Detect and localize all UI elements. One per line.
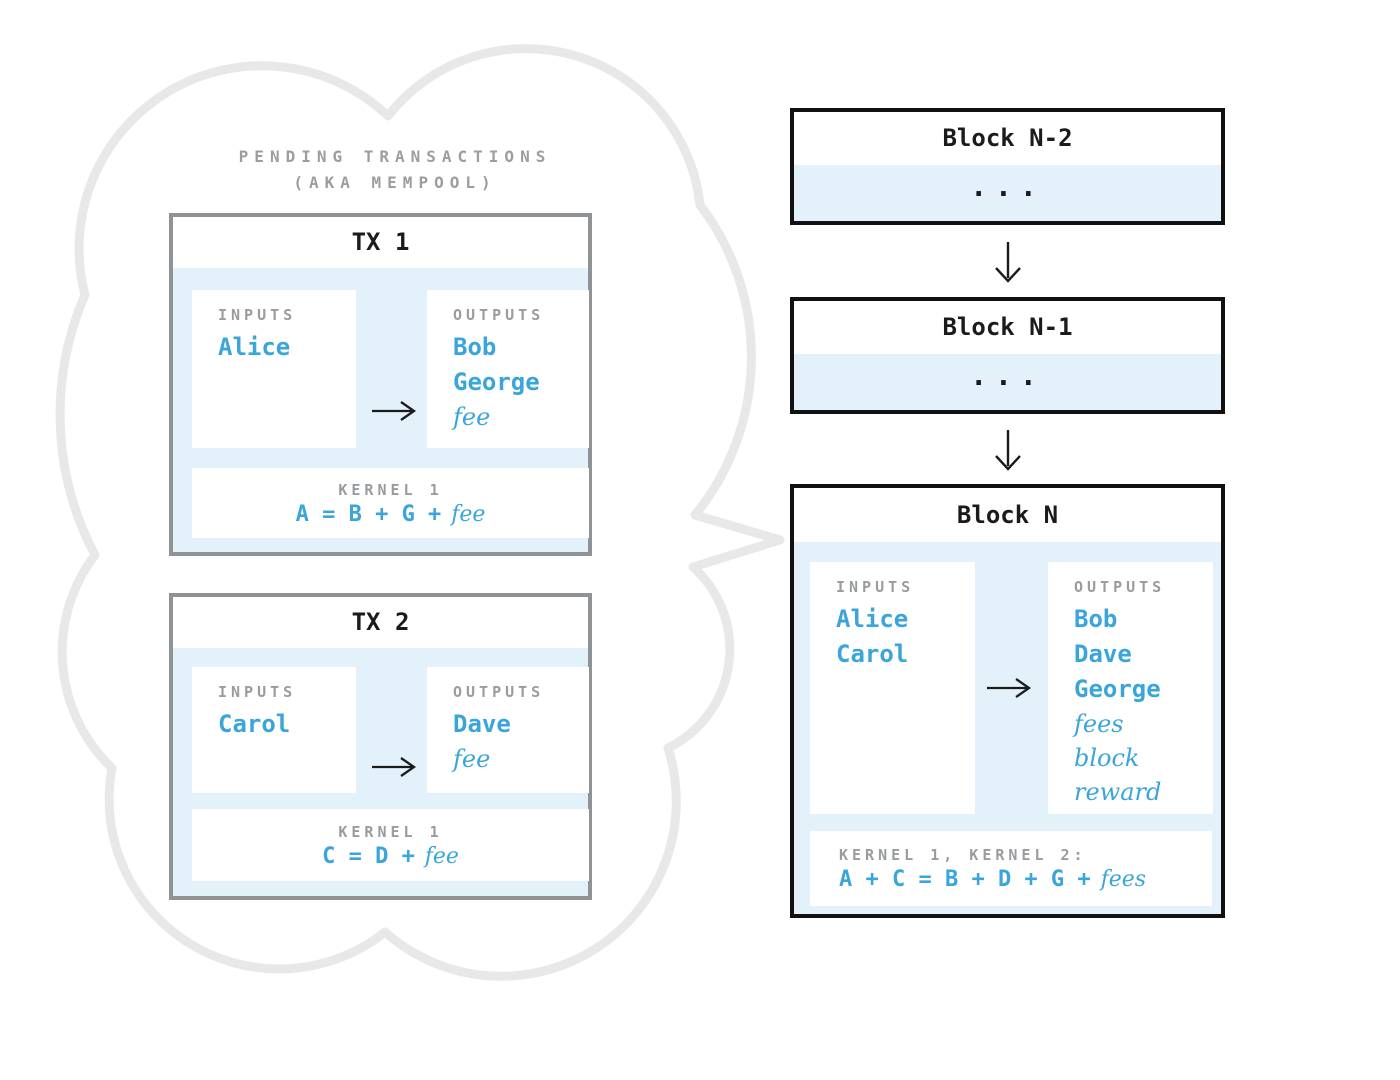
tx2-kernel-card: KERNEL 1 C = D + fee bbox=[192, 809, 589, 881]
tx2-box: TX 2 INPUTS Carol OUTPUTS Dave fee KER bbox=[169, 593, 592, 900]
tx1-outputs-card: OUTPUTS Bob George fee bbox=[427, 290, 589, 448]
tx2-output-fee: fee bbox=[453, 745, 491, 773]
block-n-kernel-label: KERNEL 1, KERNEL 2: bbox=[839, 846, 1087, 864]
tx1-kernel-main: A = B + G + bbox=[295, 502, 442, 527]
tx1-kernel-equation: A = B + G + fee bbox=[192, 500, 589, 530]
block-n-box: Block N INPUTS Alice Carol OUTPUTS Bob bbox=[790, 484, 1225, 918]
block-n2-box: Block N-2 ... bbox=[790, 108, 1225, 225]
block-n-body: INPUTS Alice Carol OUTPUTS Bob Dave Geor… bbox=[794, 542, 1221, 914]
block-n-output-bob: Bob bbox=[1074, 605, 1118, 633]
block-n1-ellipsis: ... bbox=[970, 358, 1045, 392]
block-n-inputs-card: INPUTS Alice Carol bbox=[810, 562, 975, 814]
mempool-title: PENDING TRANSACTIONS (AKA MEMPOOL) bbox=[170, 144, 620, 196]
right-arrow-icon bbox=[372, 757, 417, 777]
tx1-outputs-label: OUTPUTS bbox=[453, 306, 545, 324]
block-n2-body: ... bbox=[794, 165, 1221, 221]
tx1-inputs-label: INPUTS bbox=[218, 306, 297, 324]
tx1-kernel-fee: fee bbox=[451, 502, 486, 527]
tx2-kernel-fee: fee bbox=[424, 844, 459, 869]
block-n1-title: Block N-1 bbox=[942, 313, 1073, 341]
block-n-outputs-card: OUTPUTS Bob Dave George fees block rewar… bbox=[1048, 562, 1213, 814]
block-n1-body: ... bbox=[794, 354, 1221, 410]
tx2-title: TX 2 bbox=[351, 608, 410, 636]
block-n-output-dave: Dave bbox=[1074, 640, 1132, 668]
block-n-input-alice: Alice bbox=[836, 605, 909, 633]
block-n-kernel-fees: fees bbox=[1100, 867, 1147, 892]
tx1-title: TX 1 bbox=[351, 228, 410, 256]
down-arrow-icon bbox=[995, 242, 1021, 283]
block-n-output-block-reward: block reward bbox=[1074, 744, 1162, 806]
block-n-input-carol: Carol bbox=[836, 640, 909, 668]
tx1-box: TX 1 INPUTS Alice OUTPUTS Bob George f bbox=[169, 213, 592, 556]
tx2-body: INPUTS Carol OUTPUTS Dave fee KERNEL 1 bbox=[173, 648, 589, 896]
tx2-inputs-card: INPUTS Carol bbox=[192, 667, 356, 793]
tx2-outputs-label: OUTPUTS bbox=[453, 683, 545, 701]
block-n-kernel-main: A + C = B + D + G + bbox=[839, 867, 1091, 892]
tx2-kernel-label: KERNEL 1 bbox=[338, 823, 443, 841]
block-n-kernel-card: KERNEL 1, KERNEL 2: A + C = B + D + G + f… bbox=[810, 831, 1212, 906]
tx1-output-george: George bbox=[453, 368, 540, 396]
mempool-title-line1: PENDING TRANSACTIONS bbox=[238, 147, 552, 166]
tx2-kernel-equation: C = D + fee bbox=[192, 842, 589, 872]
down-arrow-icon bbox=[995, 430, 1021, 471]
tx2-output-dave: Dave bbox=[453, 710, 511, 738]
tx1-kernel-card: KERNEL 1 A = B + G + fee bbox=[192, 468, 589, 538]
mempool-title-line2: (AKA MEMPOOL) bbox=[293, 173, 497, 192]
tx2-outputs-card: OUTPUTS Dave fee bbox=[427, 667, 589, 793]
block-n-title: Block N bbox=[956, 501, 1059, 529]
right-arrow-icon bbox=[372, 401, 417, 421]
right-arrow-icon bbox=[987, 678, 1032, 698]
tx1-inputs-card: INPUTS Alice bbox=[192, 290, 356, 448]
block-n1-box: Block N-1 ... bbox=[790, 297, 1225, 414]
tx1-output-bob: Bob bbox=[453, 333, 497, 361]
block-n-inputs-label: INPUTS bbox=[836, 578, 915, 596]
block-n2-title: Block N-2 bbox=[942, 124, 1073, 152]
block-n2-ellipsis: ... bbox=[970, 169, 1045, 203]
block-n-kernel-equation: A + C = B + D + G + fees bbox=[839, 865, 1212, 895]
tx1-input-alice: Alice bbox=[218, 333, 291, 361]
tx2-input-carol: Carol bbox=[218, 710, 291, 738]
block-n-output-george: George bbox=[1074, 675, 1161, 703]
tx2-kernel-main: C = D + bbox=[322, 844, 415, 869]
tx1-output-fee: fee bbox=[453, 403, 491, 431]
block-n-output-fees: fees bbox=[1074, 710, 1124, 738]
tx1-body: INPUTS Alice OUTPUTS Bob George fee bbox=[173, 268, 589, 552]
tx2-inputs-label: INPUTS bbox=[218, 683, 297, 701]
tx1-kernel-label: KERNEL 1 bbox=[338, 481, 443, 499]
block-n-outputs-label: OUTPUTS bbox=[1074, 578, 1166, 596]
